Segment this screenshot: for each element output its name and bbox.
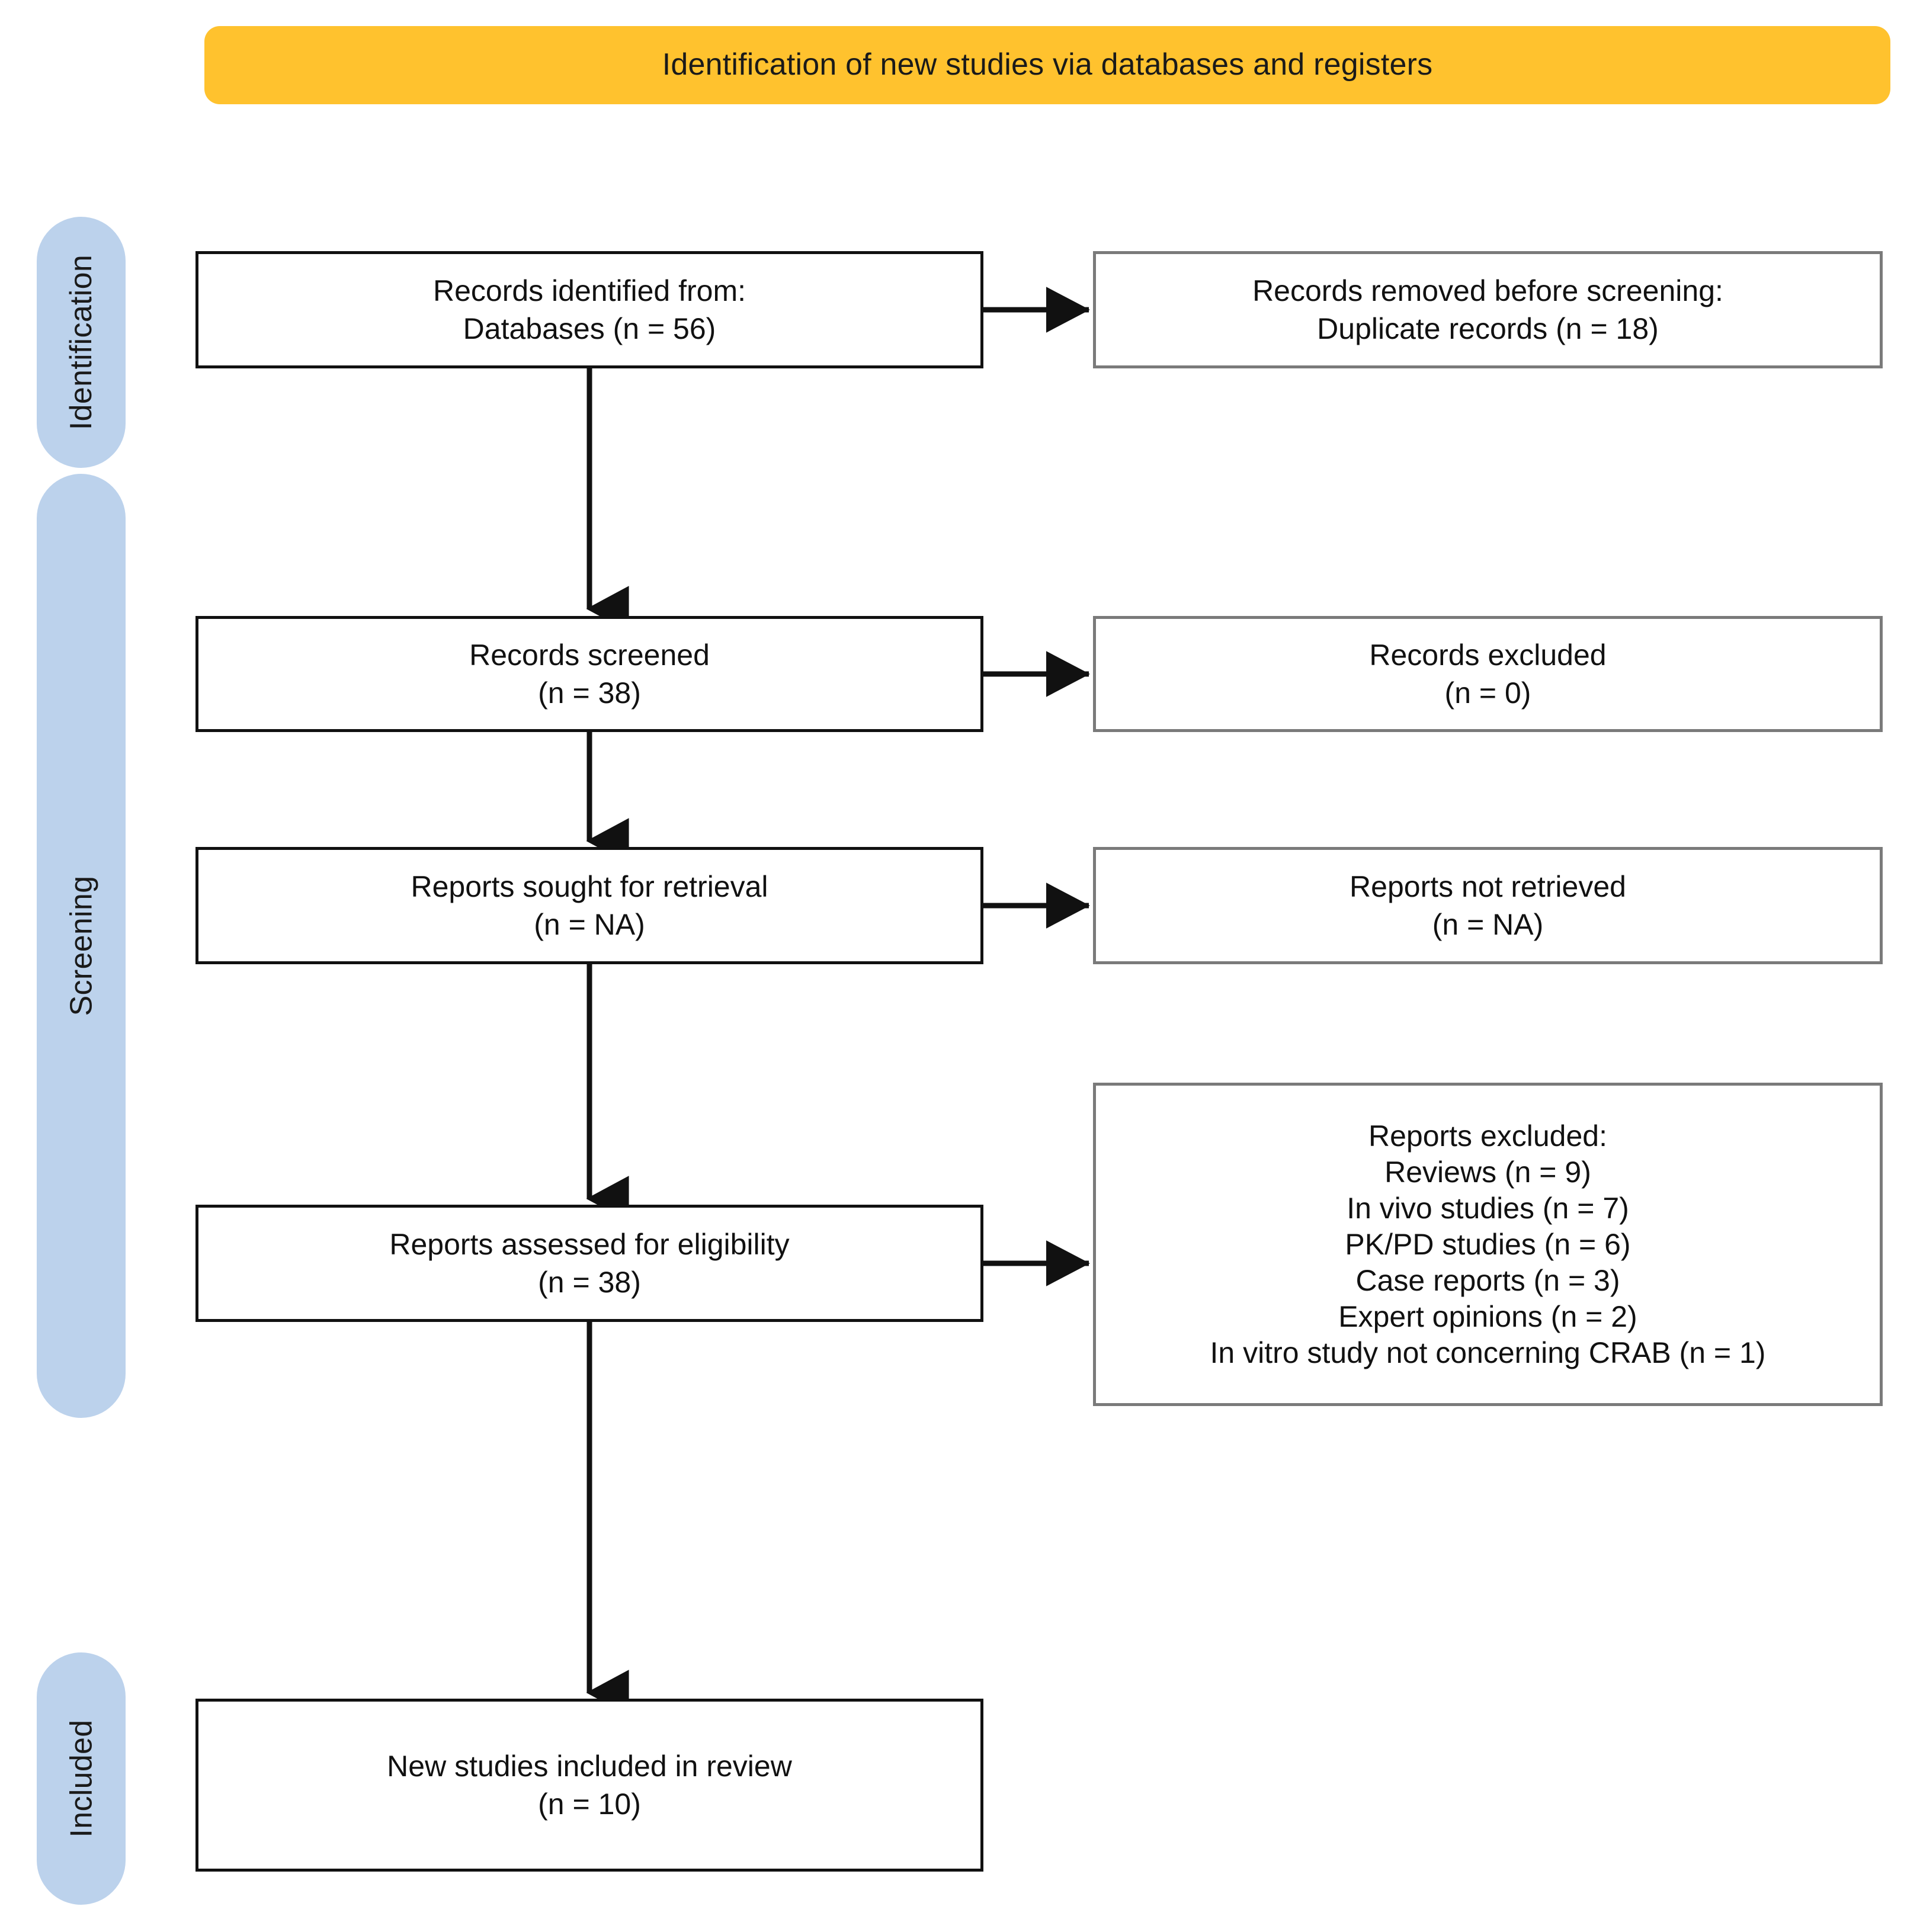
stage-pill-included: Included xyxy=(37,1652,126,1905)
stage-label-included: Included xyxy=(64,1719,98,1838)
stage-pill-screening: Screening xyxy=(37,474,126,1418)
box-line: Case reports (n = 3) xyxy=(1355,1263,1620,1297)
box-line: (n = NA) xyxy=(1432,908,1544,941)
box-line: Records removed before screening: xyxy=(1252,274,1723,307)
box-records-removed-before-screening: Records removed before screening: Duplic… xyxy=(1093,251,1883,368)
box-line: PK/PD studies (n = 6) xyxy=(1345,1227,1631,1261)
page-title: Identification of new studies via databa… xyxy=(662,47,1433,82)
box-line: Records excluded xyxy=(1369,638,1607,672)
stage-label-screening: Screening xyxy=(64,875,99,1016)
box-reports-excluded: Reports excluded: Reviews (n = 9) In viv… xyxy=(1093,1083,1883,1406)
box-records-identified: Records identified from: Databases (n = … xyxy=(195,251,983,368)
box-line: Reports excluded: xyxy=(1368,1119,1607,1153)
box-reports-assessed-for-eligibility: Reports assessed for eligibility (n = 38… xyxy=(195,1205,983,1322)
box-line: In vivo studies (n = 7) xyxy=(1347,1191,1629,1225)
stage-label-identification: Identification xyxy=(64,254,99,431)
stage-pill-identification: Identification xyxy=(37,217,126,468)
box-line: In vitro study not concerning CRAB (n = … xyxy=(1210,1336,1766,1369)
box-line: (n = 38) xyxy=(538,676,641,710)
box-line: Records identified from: xyxy=(432,274,746,307)
box-line: Reports sought for retrieval xyxy=(411,870,768,903)
box-line: Records screened xyxy=(469,638,710,672)
diagram-header-bar: Identification of new studies via databa… xyxy=(204,26,1890,104)
box-line: New studies included in review xyxy=(387,1750,792,1783)
box-line: (n = NA) xyxy=(534,908,645,941)
box-line: Reports assessed for eligibility xyxy=(389,1228,790,1261)
box-line: Databases (n = 56) xyxy=(463,312,716,345)
box-reports-sought-for-retrieval: Reports sought for retrieval (n = NA) xyxy=(195,847,983,964)
box-records-excluded: Records excluded (n = 0) xyxy=(1093,616,1883,732)
box-line: Reviews (n = 9) xyxy=(1384,1155,1591,1189)
box-line: Reports not retrieved xyxy=(1350,870,1626,903)
box-reports-not-retrieved: Reports not retrieved (n = NA) xyxy=(1093,847,1883,964)
box-line: (n = 0) xyxy=(1444,676,1531,710)
box-line: (n = 10) xyxy=(538,1787,641,1821)
box-line: (n = 38) xyxy=(538,1266,641,1299)
box-line: Expert opinions (n = 2) xyxy=(1338,1299,1637,1333)
box-new-studies-included: New studies included in review (n = 10) xyxy=(195,1699,983,1872)
box-records-screened: Records screened (n = 38) xyxy=(195,616,983,732)
box-line: Duplicate records (n = 18) xyxy=(1317,312,1659,345)
